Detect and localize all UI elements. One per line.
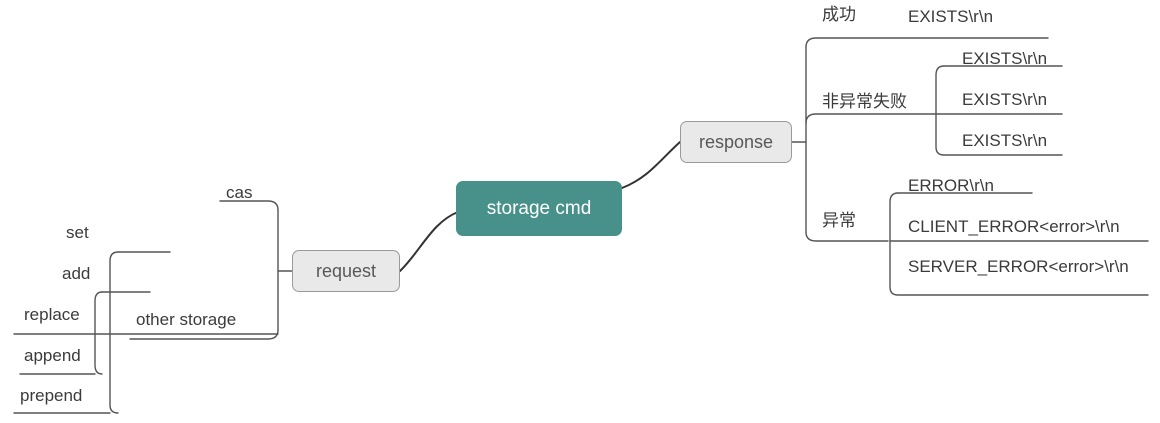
leaf-storage-set[interactable]: set: [66, 223, 89, 242]
leaf-request-other-storage[interactable]: other storage: [136, 310, 237, 329]
leaf-storage-replace[interactable]: replace: [24, 305, 80, 324]
leaf-response-nonexception-failure[interactable]: 非异常失败: [822, 92, 907, 112]
leaf-nonexception-exists-3[interactable]: EXISTS\r\n: [962, 131, 1048, 150]
leaf-exception-server-error[interactable]: SERVER_ERROR<error>\r\n: [908, 257, 1129, 276]
leaf-storage-append[interactable]: append: [24, 346, 81, 365]
leaf-response-success-exists[interactable]: EXISTS\r\n: [908, 7, 994, 26]
leaf-response-exception[interactable]: 异常: [822, 211, 856, 231]
leaf-nonexception-exists-1[interactable]: EXISTS\r\n: [962, 49, 1048, 68]
leaf-storage-add[interactable]: add: [62, 264, 91, 283]
branch-node-request[interactable]: request: [292, 250, 400, 292]
root-node-storage-cmd[interactable]: storage cmd: [456, 181, 622, 236]
leaf-response-success[interactable]: 成功: [822, 5, 856, 25]
branch-node-response-label: response: [698, 131, 774, 152]
root-node-label: storage cmd: [486, 197, 592, 219]
leaf-storage-prepend[interactable]: prepend: [20, 386, 83, 405]
leaf-nonexception-exists-2[interactable]: EXISTS\r\n: [962, 90, 1048, 109]
branch-node-request-label: request: [315, 260, 377, 281]
leaf-request-cas[interactable]: cas: [226, 183, 253, 202]
leaf-exception-client-error[interactable]: CLIENT_ERROR<error>\r\n: [908, 217, 1120, 236]
branch-node-response[interactable]: response: [680, 121, 792, 163]
leaf-exception-error[interactable]: ERROR\r\n: [908, 176, 994, 195]
